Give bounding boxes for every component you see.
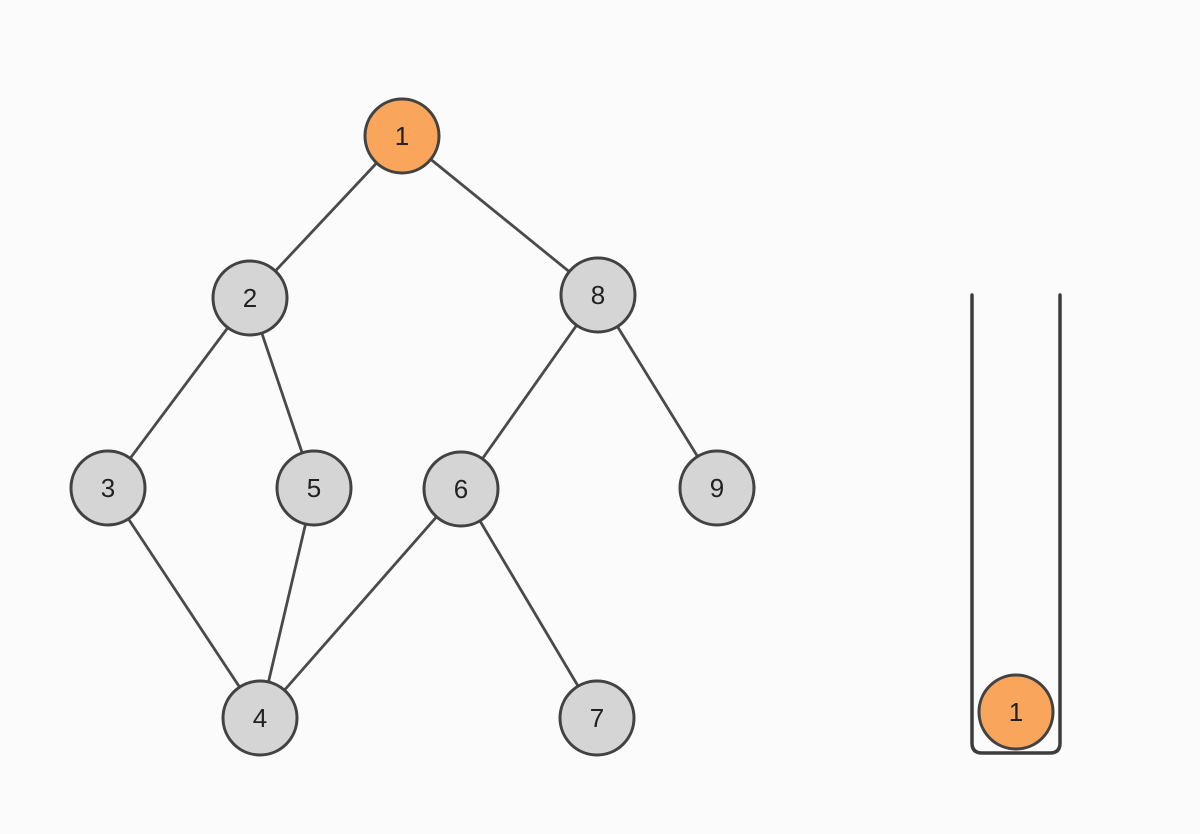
graph-node-9: 9	[678, 449, 756, 527]
graph-node-5: 5	[275, 449, 353, 527]
graph-edge-6-7	[459, 487, 599, 720]
graph-node-label-7: 7	[590, 703, 604, 733]
graph-node-label-9: 9	[710, 473, 724, 503]
graph-node-label-2: 2	[243, 283, 257, 313]
graph-node-circle-1	[363, 97, 441, 175]
graph-node-circle-4	[221, 679, 299, 757]
graph-node-circle-6	[422, 450, 500, 528]
graph-node-circle-2	[211, 259, 289, 337]
stack-item-label-1: 1	[1009, 697, 1023, 727]
graph-node-3: 3	[69, 449, 147, 527]
graph-edge-1-8	[400, 134, 600, 297]
graph-node-label-1: 1	[395, 121, 409, 151]
graph-node-7: 7	[558, 679, 636, 757]
stack-item-circle-1	[977, 673, 1055, 751]
graph-edge-3-4	[106, 486, 262, 720]
graph-edge-6-4	[258, 487, 463, 720]
graph-node-label-3: 3	[101, 473, 115, 503]
graph-edge-5-4	[258, 486, 316, 720]
graph-node-circle-7	[558, 679, 636, 757]
graph-node-1: 1	[363, 97, 441, 175]
graph-node-label-8: 8	[591, 280, 605, 310]
graph-node-label-5: 5	[307, 473, 321, 503]
graph-node-6: 6	[422, 450, 500, 528]
graph-edge-2-3	[106, 296, 252, 490]
graph-node-label-6: 6	[454, 474, 468, 504]
graph-edge-8-6	[459, 293, 600, 491]
graph-node-4: 4	[221, 679, 299, 757]
stack-item-1: 1	[977, 673, 1055, 751]
graph-node-circle-8	[559, 256, 637, 334]
graph-node-circle-3	[69, 449, 147, 527]
graph-node-circle-5	[275, 449, 353, 527]
graph-node-label-4: 4	[253, 703, 267, 733]
stack-container	[970, 293, 1062, 755]
graph-node-circle-9	[678, 449, 756, 527]
graph-node-2: 2	[211, 259, 289, 337]
graph-node-8: 8	[559, 256, 637, 334]
